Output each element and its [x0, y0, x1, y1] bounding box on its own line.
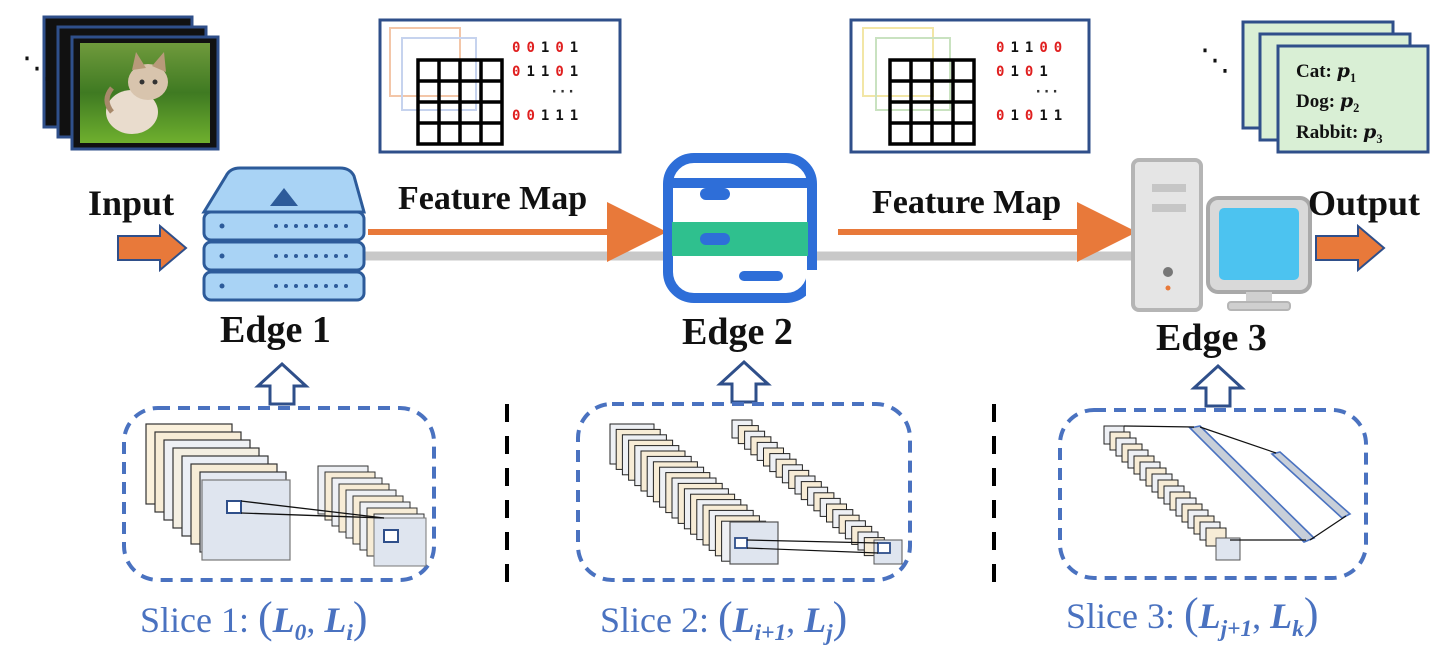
desktop-pc-icon	[1131, 158, 1312, 312]
receptive-line	[746, 547, 879, 554]
receptive-line	[240, 512, 385, 519]
up-arrow-2	[716, 359, 772, 404]
mobile-device-icon	[663, 153, 822, 306]
output-ellipsis: ⋱	[1200, 43, 1230, 78]
input-ellipsis: ⋱	[22, 51, 52, 86]
kernel	[877, 542, 891, 554]
class-dog: Dog: p2	[1296, 90, 1360, 115]
conv-layer	[201, 479, 291, 561]
kernel	[734, 537, 748, 549]
fc-connection	[1199, 426, 1277, 454]
kernel	[383, 529, 399, 543]
slice-3-label: Slice 3: (Lj+1, Lk)	[1066, 589, 1319, 643]
input-arrow	[117, 223, 188, 273]
input-image-stack	[42, 15, 220, 151]
slice-3-layers	[1103, 425, 1352, 561]
output-arrow	[1315, 223, 1386, 273]
slice-2-layers	[609, 419, 903, 565]
class-cat: Cat: p1	[1296, 60, 1357, 85]
server-icon	[201, 166, 366, 302]
fc-connection	[1123, 425, 1195, 428]
up-arrow-3	[1190, 363, 1246, 408]
slice-box-3	[1058, 408, 1368, 580]
fc-layer	[1270, 451, 1352, 519]
edge-1-label: Edge 1	[220, 309, 331, 351]
output-label: Output	[1308, 183, 1421, 223]
feature-map-label-2: Feature Map	[872, 184, 1062, 221]
conv-layer	[373, 517, 427, 567]
slice-box-1	[122, 406, 436, 582]
fc-connection	[1309, 515, 1347, 541]
class-rabbit: Rabbit: p3	[1296, 121, 1383, 146]
bit-row: ···	[1034, 84, 1059, 100]
feature-map-label-1: Feature Map	[398, 180, 588, 217]
up-arrow-1	[254, 361, 310, 406]
feature-grid-1	[416, 58, 504, 146]
slice-1-label: Slice 1: (L0, Li)	[140, 593, 368, 647]
edge-3-label: Edge 3	[1156, 317, 1267, 359]
feature-grid-2	[888, 58, 976, 146]
conv-layer	[1215, 537, 1241, 561]
receptive-line	[746, 539, 879, 544]
slice-2-label: Slice 2: (Li+1, Lj)	[600, 593, 848, 647]
receptive-line	[240, 500, 385, 519]
bit-row: ···	[550, 84, 575, 100]
slice-1-layers	[145, 423, 427, 567]
input-label: Input	[88, 183, 175, 223]
slice-box-2	[576, 402, 912, 582]
cat-photo-icon	[104, 52, 168, 134]
edge-2-label: Edge 2	[682, 311, 793, 353]
kernel	[226, 500, 242, 514]
output-panel-stack	[1241, 20, 1430, 154]
